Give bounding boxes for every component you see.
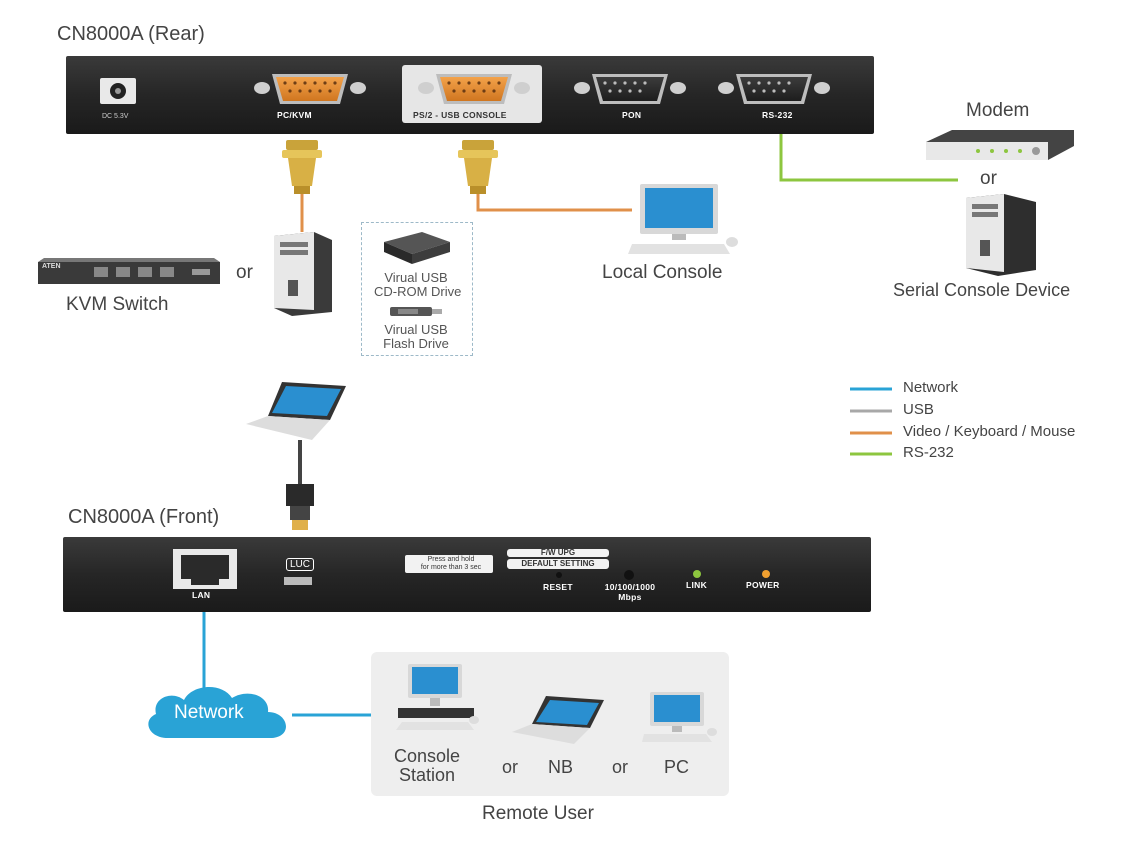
port-console (418, 74, 530, 104)
rear-panel (66, 56, 874, 134)
network-cloud-icon (148, 686, 286, 738)
dc-label: DC 5.3V (102, 113, 129, 120)
serial-console-label: Serial Console Device (893, 280, 1071, 300)
front-panel-title: CN8000A (Front) (68, 506, 220, 528)
console-station-line2: Station (399, 765, 456, 785)
port-label-pc-kvm: PC/KVM (277, 110, 312, 120)
nb-label: NB (548, 757, 574, 777)
default-setting-label: DEFAULT SETTING (521, 559, 595, 568)
or-label-kvm: or (236, 262, 253, 283)
speed-label-line2: Mbps (618, 592, 642, 602)
virtual-flash-label-line1: Virual USB (384, 322, 448, 337)
local-console-label: Local Console (602, 262, 723, 283)
port-rs232 (718, 74, 830, 104)
virtual-cdrom-label: Virual USB CD-ROM Drive (374, 270, 462, 299)
legend-rs232: RS-232 (903, 444, 954, 461)
virtual-flash-label: Virual USB Flash Drive (374, 323, 458, 351)
local-console-icon (628, 184, 738, 254)
luc-label: LUC (286, 558, 315, 571)
port-label-pon: PON (622, 110, 642, 120)
or-label-remote-1: or (502, 757, 519, 777)
remote-user-title: Remote User (482, 803, 594, 824)
kvm-brand: ATEN (42, 263, 61, 270)
port-pon (574, 74, 686, 104)
power-label: POWER (746, 580, 780, 590)
vga-connector-icon (458, 140, 498, 194)
modem-icon (926, 130, 1074, 160)
port-label-rs232: RS-232 (762, 110, 793, 120)
cdrom-drive-icon (384, 232, 450, 264)
port-pc-kvm (254, 74, 366, 104)
port-label-console: PS/2 - USB CONSOLE (413, 110, 507, 120)
legend-usb: USB (903, 401, 934, 418)
virtual-flash-label-line2: Flash Drive (383, 336, 449, 351)
speed-label: 10/100/1000 Mbps (597, 582, 663, 602)
network-cloud-label: Network (174, 702, 244, 723)
legend-network: Network (903, 379, 959, 396)
serial-console-tower-icon (966, 194, 1036, 276)
usb-plug-icon (286, 484, 314, 530)
lan-label: LAN (192, 590, 211, 600)
kvm-switch-label: KVM Switch (66, 294, 169, 315)
virtual-cdrom-label-line2: CD-ROM Drive (374, 284, 462, 299)
speed-label-line1: 10/100/1000 (604, 582, 656, 592)
console-station-line1: Console (394, 746, 461, 766)
pc-label: PC (664, 757, 690, 777)
press-hold-label: Press and hold for more than 3 sec (409, 556, 493, 572)
flash-drive-icon (390, 307, 442, 316)
rear-panel-title: CN8000A (Rear) (57, 23, 205, 45)
reset-label: RESET (543, 582, 573, 592)
laptop-icon (246, 382, 346, 440)
pc-icon (642, 692, 717, 742)
or-label-remote-2: or (612, 757, 629, 777)
kvm-switch-icon (38, 258, 220, 284)
front-panel (63, 537, 871, 612)
fw-upg-label: F/W UPG (540, 548, 576, 557)
notebook-icon (512, 696, 604, 744)
virtual-media-box (361, 222, 473, 356)
link-label: LINK (686, 580, 708, 590)
virtual-cdrom-label-line1: Virual USB (384, 270, 448, 285)
console-station-icon (396, 664, 479, 730)
pc-tower-icon (274, 232, 332, 316)
modem-label: Modem (966, 100, 1030, 121)
press-hold-line1: Press and hold (427, 556, 475, 563)
console-station-label: Console Station (394, 747, 460, 785)
or-label-modem: or (980, 168, 997, 189)
rs232-cable (779, 130, 958, 182)
vga-connector-icon (282, 140, 322, 194)
video-cable-console (476, 185, 632, 212)
press-hold-line2: for more than 3 sec (420, 564, 482, 571)
legend-video: Video / Keyboard / Mouse (903, 423, 1076, 440)
